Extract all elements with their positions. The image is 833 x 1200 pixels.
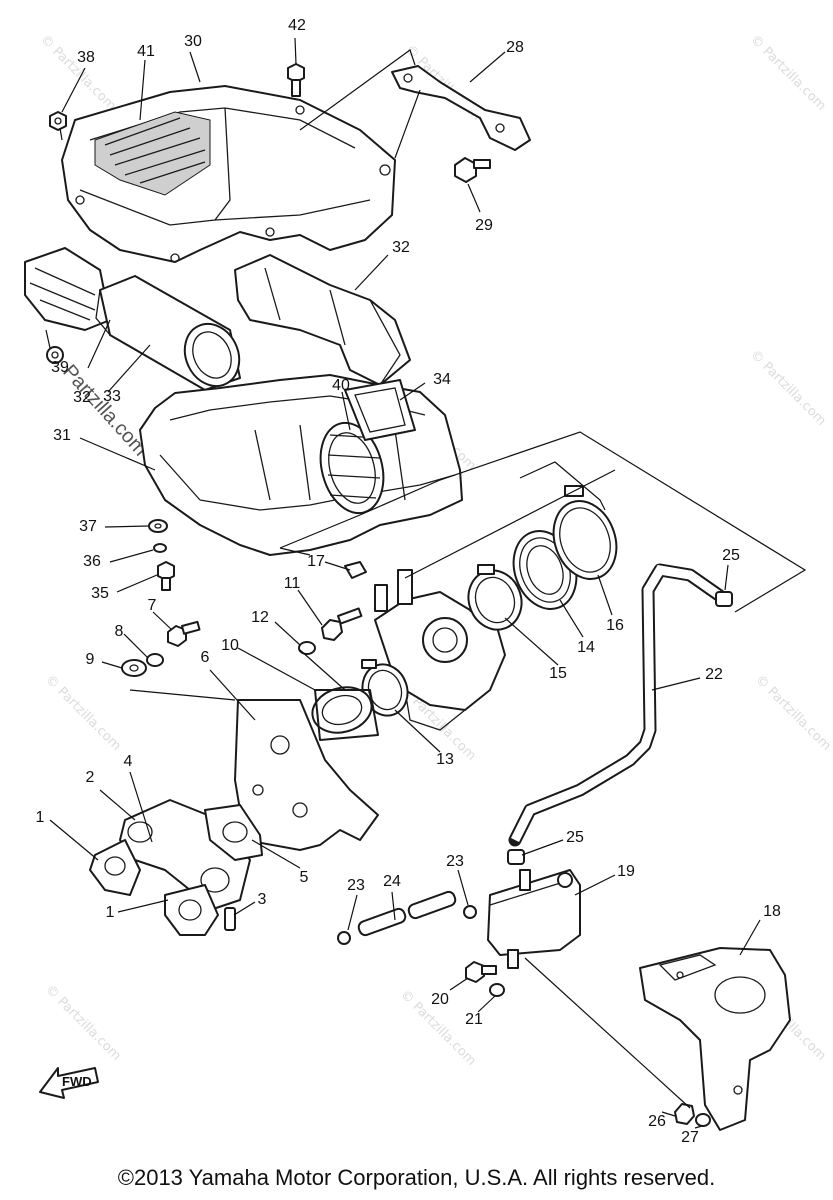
- leader-lines: [45, 37, 761, 1129]
- duct-32: [234, 254, 411, 386]
- washer-8: [146, 653, 164, 667]
- callout-23: 23: [347, 877, 365, 894]
- watermark: © Partzilla.com: [42, 982, 124, 1064]
- callout-26: 26: [648, 1113, 666, 1130]
- nut-38: [49, 111, 67, 131]
- callout-20: 20: [431, 991, 449, 1008]
- callout-8: 8: [115, 623, 124, 640]
- screw-12: [298, 641, 316, 655]
- clamp-17: [344, 561, 367, 579]
- watermark-main: Partzilla.com: [58, 361, 151, 461]
- callout-3: 3: [258, 891, 267, 908]
- callout-38: 38: [77, 49, 95, 66]
- watermark: © Partzilla.com: [752, 672, 833, 754]
- watermark: © Partzilla.com: [747, 32, 829, 114]
- callout-9: 9: [86, 651, 95, 668]
- filter-element-40: [319, 421, 385, 515]
- bolt-29: [454, 157, 491, 183]
- callout-22: 22: [705, 666, 723, 683]
- washer-27: [695, 1113, 711, 1127]
- clip-25-lower: [507, 849, 525, 865]
- bolt-35: [157, 561, 175, 591]
- nut-26: [674, 1103, 695, 1125]
- callout-27: 27: [681, 1129, 699, 1146]
- manifold-10: [311, 686, 379, 741]
- fwd-arrow-icon: FWD: [39, 1067, 99, 1099]
- watermark: © Partzilla.com: [747, 347, 829, 429]
- stud-3: [224, 907, 236, 931]
- intake-duct-left: [24, 247, 111, 364]
- carburetor: [374, 569, 511, 731]
- pipe-24: [357, 890, 457, 937]
- callout-15: 15: [549, 665, 567, 682]
- callout-6: 6: [201, 649, 210, 666]
- screw-11: [321, 607, 363, 641]
- bolt-7: [167, 620, 201, 647]
- callout-1: 1: [106, 904, 115, 921]
- callout-39: 39: [51, 359, 69, 376]
- fwd-label: FWD: [62, 1074, 92, 1089]
- watermark: © Partzilla.com: [42, 672, 124, 754]
- callout-11: 11: [284, 575, 301, 592]
- callout-13: 13: [436, 751, 454, 768]
- lock-washer-36: [153, 543, 167, 553]
- callout-40: 40: [332, 377, 350, 394]
- callout-16: 16: [606, 617, 624, 634]
- callout-25: 25: [722, 547, 740, 564]
- callout-28: 28: [506, 39, 524, 56]
- callout-24: 24: [383, 873, 401, 890]
- callout-10: 10: [221, 637, 239, 654]
- intake-grille: [94, 111, 211, 196]
- callout-29: 29: [475, 217, 493, 234]
- callout-19: 19: [617, 863, 635, 880]
- callout-4: 4: [124, 753, 133, 770]
- gasket-5: [204, 804, 263, 861]
- bracket-28: [391, 65, 531, 151]
- callout-21: 21: [465, 1011, 483, 1028]
- callout-33: 33: [103, 388, 121, 405]
- washer-9: [121, 659, 147, 677]
- callout-34: 34: [433, 371, 451, 388]
- clip-25-upper: [715, 591, 733, 607]
- seal-34: [344, 379, 416, 441]
- bolt-42: [287, 63, 305, 97]
- air-cleaner-case: [139, 374, 463, 556]
- callout-35: 35: [91, 585, 109, 602]
- callout-5: 5: [300, 869, 309, 886]
- callout-30: 30: [184, 33, 202, 50]
- bracket-18: [639, 947, 791, 1131]
- callout-2: 2: [86, 769, 95, 786]
- parts-diagram: © Partzilla.com © Partzilla.com © Partzi…: [24, 17, 833, 1146]
- group-lines: [59, 49, 807, 1109]
- gasket-1-lower: [164, 884, 219, 936]
- callout-17: 17: [307, 553, 325, 570]
- callout-31: 31: [53, 427, 71, 444]
- clamp-15: [467, 564, 523, 631]
- bolt-20: [465, 961, 497, 983]
- callout-25: 25: [566, 829, 584, 846]
- watermark: © Partzilla.com: [37, 32, 119, 114]
- tank-19: [487, 869, 581, 969]
- callout-1: 1: [36, 809, 45, 826]
- callout-41: 41: [137, 43, 155, 60]
- gasket-1-upper: [89, 839, 141, 896]
- callout-42: 42: [288, 17, 306, 34]
- intake-tube-33: [95, 275, 241, 391]
- copyright-footer: ©2013 Yamaha Motor Corporation, U.S.A. A…: [117, 1165, 716, 1190]
- callout-37: 37: [79, 518, 97, 535]
- callout-18: 18: [763, 903, 781, 920]
- washer-21: [489, 983, 505, 997]
- callout-labels: 1 1 2 3 4 5 6 7 8 9 10 11 12 13 14 15 16…: [36, 17, 781, 1146]
- callout-14: 14: [577, 639, 595, 656]
- washer-37: [148, 519, 168, 533]
- clip-23-left: [337, 931, 351, 945]
- callout-32: 32: [73, 389, 91, 406]
- callout-36: 36: [83, 553, 101, 570]
- callout-23: 23: [446, 853, 464, 870]
- callout-12: 12: [251, 609, 269, 626]
- callout-7: 7: [148, 597, 157, 614]
- vent-hose-22: [508, 563, 727, 847]
- clip-23-right: [463, 905, 477, 919]
- callout-32: 32: [392, 239, 410, 256]
